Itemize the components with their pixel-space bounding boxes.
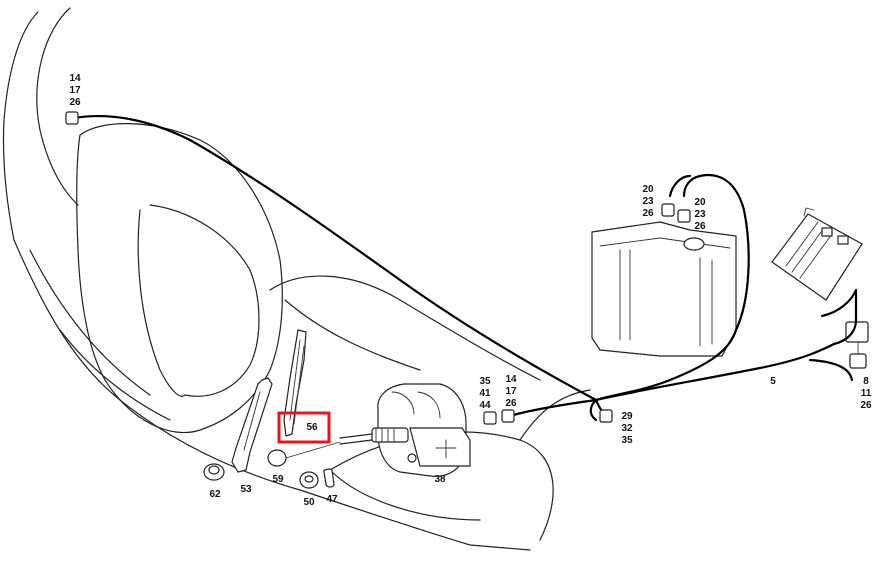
callout-c7-line2: 11 bbox=[861, 388, 872, 399]
callout-c6-line3: 35 bbox=[621, 435, 633, 446]
callout-c1-line1: 14 bbox=[69, 73, 81, 84]
callout-c2-line2: 23 bbox=[642, 196, 654, 207]
callout-47: 47 bbox=[326, 494, 338, 505]
callout-c5-line3: 26 bbox=[505, 398, 517, 409]
callout-59: 59 bbox=[272, 474, 284, 485]
callout-c4-line3: 44 bbox=[479, 400, 491, 411]
highlight-box-56 bbox=[277, 411, 331, 444]
callout-c2-line3: 26 bbox=[642, 208, 654, 219]
callout-50: 50 bbox=[303, 497, 315, 508]
callout-53: 53 bbox=[240, 484, 252, 495]
connector-plugs bbox=[65, 111, 691, 425]
callout-c1-line2: 17 bbox=[69, 85, 81, 96]
callout-c2-line1: 20 bbox=[642, 184, 654, 195]
wiper-blade bbox=[283, 329, 307, 437]
wiper-arm bbox=[231, 377, 273, 473]
callout-c1-line3: 26 bbox=[69, 97, 81, 108]
callout-c7-line1: 8 bbox=[863, 376, 869, 387]
control-module bbox=[771, 207, 863, 301]
callout-c6-line1: 29 bbox=[621, 411, 633, 422]
wiper-motor bbox=[339, 383, 471, 477]
callout-38: 38 bbox=[434, 474, 446, 485]
callout-c3-line1: 20 bbox=[694, 197, 706, 208]
callout-5: 5 bbox=[770, 376, 776, 387]
callout-c6-line2: 32 bbox=[621, 423, 633, 434]
relay bbox=[845, 321, 869, 369]
car-body-outline bbox=[2, 7, 591, 551]
callout-c4-line2: 41 bbox=[479, 388, 491, 399]
callout-62: 62 bbox=[209, 489, 221, 500]
washer-reservoir bbox=[591, 221, 737, 357]
callout-c5-line2: 17 bbox=[505, 386, 517, 397]
callout-c5-line1: 14 bbox=[505, 374, 517, 385]
callout-labels: 14 17 26 20 23 26 20 23 26 35 41 44 14 1… bbox=[69, 73, 872, 508]
callout-c7-line3: 26 bbox=[860, 400, 872, 411]
callout-56: 56 bbox=[306, 422, 318, 433]
callout-c4-line1: 35 bbox=[479, 376, 491, 387]
wiring-harness bbox=[72, 114, 858, 422]
callout-c3-line2: 23 bbox=[694, 209, 706, 220]
callout-c3-line3: 26 bbox=[694, 221, 706, 232]
small-parts bbox=[203, 441, 341, 489]
